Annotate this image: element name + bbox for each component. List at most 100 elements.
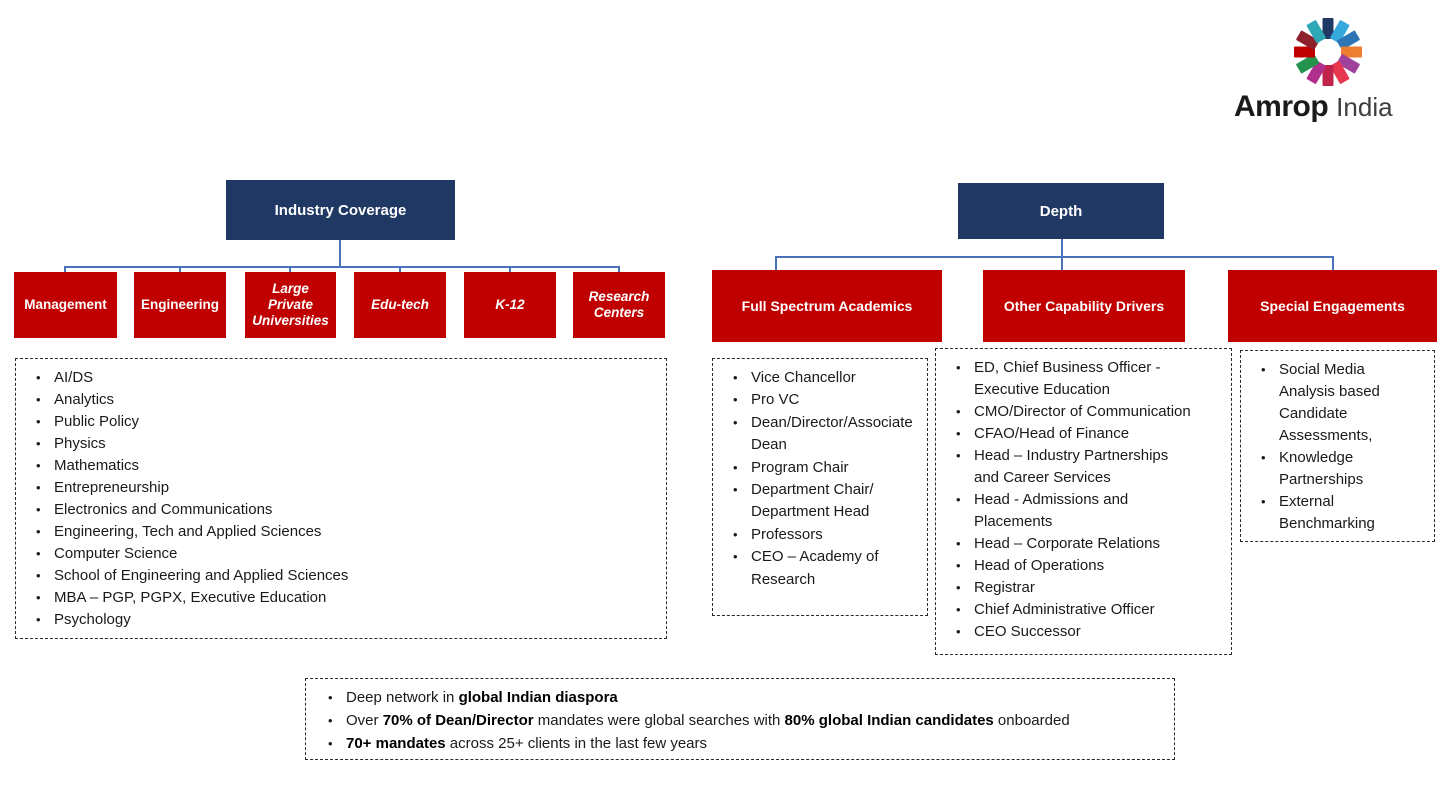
list-item: •Over 70% of Dean/Director mandates were… <box>320 709 1160 732</box>
industry-coverage-header: Industry Coverage <box>226 180 455 240</box>
list-item-text: CEO Successor <box>974 623 1081 640</box>
brand-region: India <box>1336 92 1393 122</box>
list-item: • Head – Industry Partnerships and Career… <box>948 445 1193 489</box>
bullet-icon: • <box>733 414 738 430</box>
list-item: •Deep network in global Indian diaspora <box>320 686 1160 709</box>
list-item: •Pro VC <box>725 389 921 411</box>
list-item: • Head – Corporate Relations <box>948 533 1193 555</box>
bullet-icon: • <box>1261 450 1266 465</box>
list-item-text: Head – Corporate Relations <box>974 535 1160 552</box>
bullet-icon: • <box>956 558 961 573</box>
list-item-text: Social Media Analysis based Candidate As… <box>1279 361 1380 444</box>
bullet-icon: • <box>956 404 961 419</box>
list-item-text: AI/DS <box>54 369 94 386</box>
bullet-icon: • <box>956 448 961 463</box>
list-item: •Psychology <box>28 609 658 631</box>
bullet-icon: • <box>36 370 41 385</box>
list-item: • AI/DS <box>28 367 658 389</box>
bullet-icon: • <box>36 524 41 539</box>
list-item-text: ED, Chief Business Officer - Executive E… <box>974 359 1161 398</box>
bullet-icon: • <box>328 736 333 751</box>
depth-box-full-spectrum-academics: Full Spectrum Academics <box>712 270 942 342</box>
list-item-text: Physics <box>54 435 106 452</box>
bullet-icon: • <box>36 590 41 605</box>
amrop-pinwheel-icon <box>1294 18 1362 86</box>
bullet-icon: • <box>733 549 738 565</box>
list-item-text: Electronics and Communications <box>54 501 273 518</box>
list-item-text: Computer Science <box>54 545 178 562</box>
bullet-icon: • <box>36 502 41 517</box>
list-item-text: Public Policy <box>54 413 140 430</box>
bullet-icon: • <box>956 536 961 551</box>
list-item: •Analytics <box>28 389 658 411</box>
list-item: •Program Chair <box>725 457 921 479</box>
list-item: • Computer Science <box>28 543 658 565</box>
full-spectrum-academics-panel: •Vice Chancellor•Pro VC•Dean/Director/As… <box>712 358 928 616</box>
depth-header: Depth <box>958 183 1164 239</box>
list-item-text: School of Engineering and Applied Scienc… <box>54 567 349 584</box>
industry-box-k12: K-12 <box>464 272 556 338</box>
list-item: • Engineering, Tech and Applied Sciences <box>28 521 658 543</box>
bullet-icon: • <box>956 602 961 617</box>
list-item-text: CFAO/Head of Finance <box>974 425 1130 442</box>
industry-items-panel: •AI/DS•Analytics•Public Policy•Physics•M… <box>15 358 667 639</box>
list-item: •MBA – PGP, PGPX, Executive Education <box>28 587 658 609</box>
bullet-icon: • <box>36 436 41 451</box>
list-item: •CEO Successor <box>948 621 1193 643</box>
bullet-icon: • <box>36 414 41 429</box>
special-engagements-list: • Social Media Analysis based Candidate A… <box>1241 351 1434 541</box>
list-item-text: Dean/Director/Associate Dean <box>751 413 913 454</box>
industry-box-edu-tech: Edu-tech <box>354 272 446 338</box>
industry-box-large-private-universities: Large Private Universities <box>245 272 336 338</box>
list-item-text: Analytics <box>54 391 115 408</box>
bullet-icon: • <box>1261 362 1266 377</box>
list-item-text: Head – Industry Partnerships and Career … <box>974 447 1169 486</box>
list-item: • Registrar <box>948 577 1193 599</box>
list-item: •CMO/Director of Communication <box>948 401 1193 423</box>
list-item-text: Engineering, Tech and Applied Sciences <box>54 523 322 540</box>
list-item-text: External Benchmarking <box>1279 493 1375 532</box>
other-capability-drivers-panel: • ED, Chief Business Officer - Executive … <box>935 348 1232 655</box>
bullet-icon: • <box>36 546 41 561</box>
list-item-text: Department Chair/ Department Head <box>751 481 874 521</box>
bullet-icon: • <box>1261 494 1266 509</box>
list-item-text: Registrar <box>974 579 1035 596</box>
list-item-text: Vice Chancellor <box>751 369 856 386</box>
brand-name: Amrop <box>1234 90 1329 123</box>
list-item: • Physics <box>28 433 658 455</box>
industry-box-research-centers: Research Centers <box>573 272 665 338</box>
bullet-icon: • <box>36 568 41 583</box>
list-item-text: Mathematics <box>54 457 140 474</box>
full-spectrum-academics-list: •Vice Chancellor•Pro VC•Dean/Director/As… <box>713 359 927 597</box>
list-item-text: Over 70% of Dean/Director mandates were … <box>346 712 1070 729</box>
bullet-icon: • <box>36 612 41 627</box>
list-item: • Public Policy <box>28 411 658 433</box>
list-item: •Entrepreneurship <box>28 477 658 499</box>
list-item-text: 70+ mandates across 25+ clients in the l… <box>346 735 708 752</box>
bullet-icon: • <box>956 492 961 507</box>
list-item-text: Knowledge Partnerships <box>1279 449 1364 488</box>
list-item-text: Chief Administrative Officer <box>974 601 1155 618</box>
bullet-icon: • <box>328 690 333 705</box>
bullet-icon: • <box>956 580 961 595</box>
list-item: •Vice Chancellor <box>725 367 921 389</box>
list-item: • Dean/Director/Associate Dean <box>725 412 921 457</box>
list-item-text: Professors <box>751 525 823 543</box>
list-item: • CEO – Academy of Research <box>725 546 921 591</box>
bullet-icon: • <box>956 426 961 441</box>
list-item: •ED, Chief Business Officer - Executive … <box>948 357 1193 401</box>
list-item: • Knowledge Partnerships <box>1253 447 1412 491</box>
list-item-text: Program Chair <box>751 458 849 476</box>
list-item-text: CEO – Academy of Research <box>751 548 879 588</box>
special-engagements-panel: • Social Media Analysis based Candidate A… <box>1240 350 1435 542</box>
list-item: • School of Engineering and Applied Scien… <box>28 565 658 587</box>
industry-box-engineering: Engineering <box>134 272 226 338</box>
list-item: •Department Chair/ Department Head <box>725 479 921 524</box>
list-item: •Head - Admissions and Placements <box>948 489 1193 533</box>
list-item: •Mathematics <box>28 455 658 477</box>
list-item-text: Pro VC <box>751 391 800 409</box>
list-item: • Chief Administrative Officer <box>948 599 1193 621</box>
list-item: • Electronics and Communications <box>28 499 658 521</box>
